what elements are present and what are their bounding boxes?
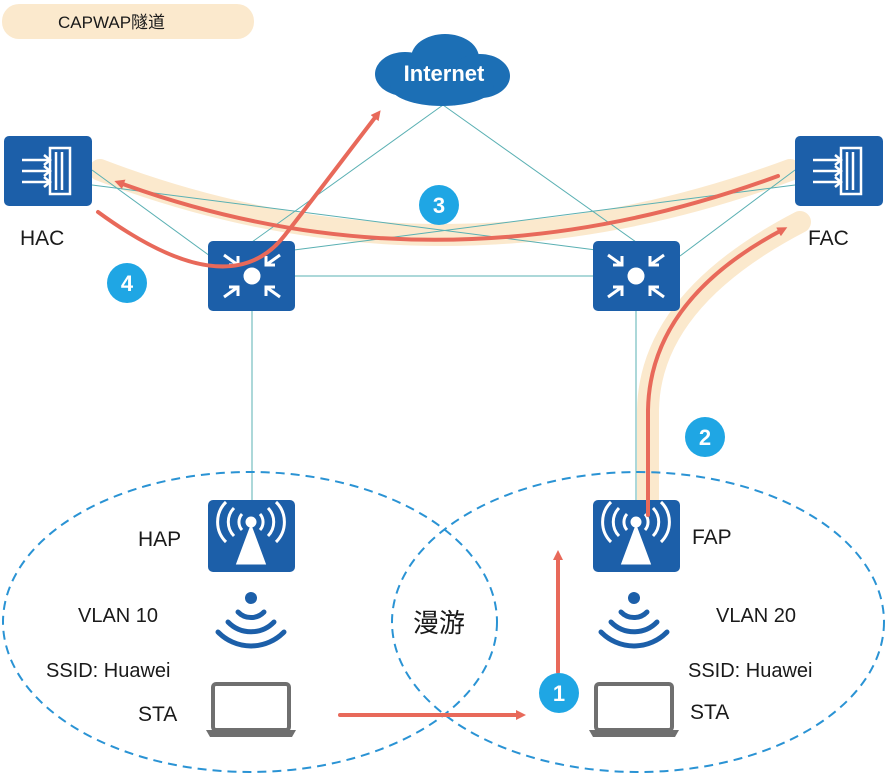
hac-label: HAC [20,227,64,250]
step-badge-2: 2 [685,417,725,457]
left-sta-label: STA [138,703,177,726]
internet-arrow [96,110,381,269]
hap-label: HAP [138,528,181,551]
laptop-icon [206,682,296,737]
svg-text:4: 4 [121,271,134,296]
fap-label: FAP [692,526,732,549]
right-vlan-label: VLAN 20 [716,605,796,627]
coverage-area-left [2,471,498,773]
step-badge-1: 1 [539,673,579,713]
fac-label: FAC [808,227,849,250]
wifi-signal-icon [598,592,670,649]
left-ssid-label: SSID: Huawei [46,660,171,682]
capwap-tunnel-band-top [89,159,801,246]
svg-text:2: 2 [699,425,711,450]
svg-text:3: 3 [433,193,445,218]
access-point-icon [216,500,286,565]
right-ssid-label: SSID: Huawei [688,660,813,682]
access-point-icon [601,500,671,565]
access-controller-icon [22,146,72,196]
legend-label: CAPWAP隧道 [58,13,165,32]
wifi-signal-icon [215,592,287,649]
step-badge-4: 4 [107,263,147,303]
coverage-area-right [391,471,885,773]
switch-icon [607,253,665,299]
switch-left [208,241,295,311]
internet-cloud: Internet [375,34,510,106]
network-links [91,104,796,500]
step-badge-3: 3 [419,185,459,225]
laptop-icon [589,682,679,737]
access-controller-icon [813,146,863,196]
legend: CAPWAP隧道 [2,4,254,39]
fap-device: FAP [593,500,732,572]
hac-device: HAC [4,136,92,250]
fac-device: FAC [795,136,883,250]
traffic-arrows [96,110,788,720]
tunnel-arrow-fap-to-fac [646,227,788,517]
svg-text:1: 1 [553,681,565,706]
roaming-label: 漫游 [413,608,465,638]
switch-right [593,241,680,311]
right-sta-label: STA [690,701,729,724]
internet-label: Internet [404,61,485,86]
left-vlan-label: VLAN 10 [78,605,158,627]
hap-device: HAP [138,500,295,572]
capwap-tunnel-swatch [2,4,254,39]
tunnel-arrow-fac-to-hac [114,174,780,242]
